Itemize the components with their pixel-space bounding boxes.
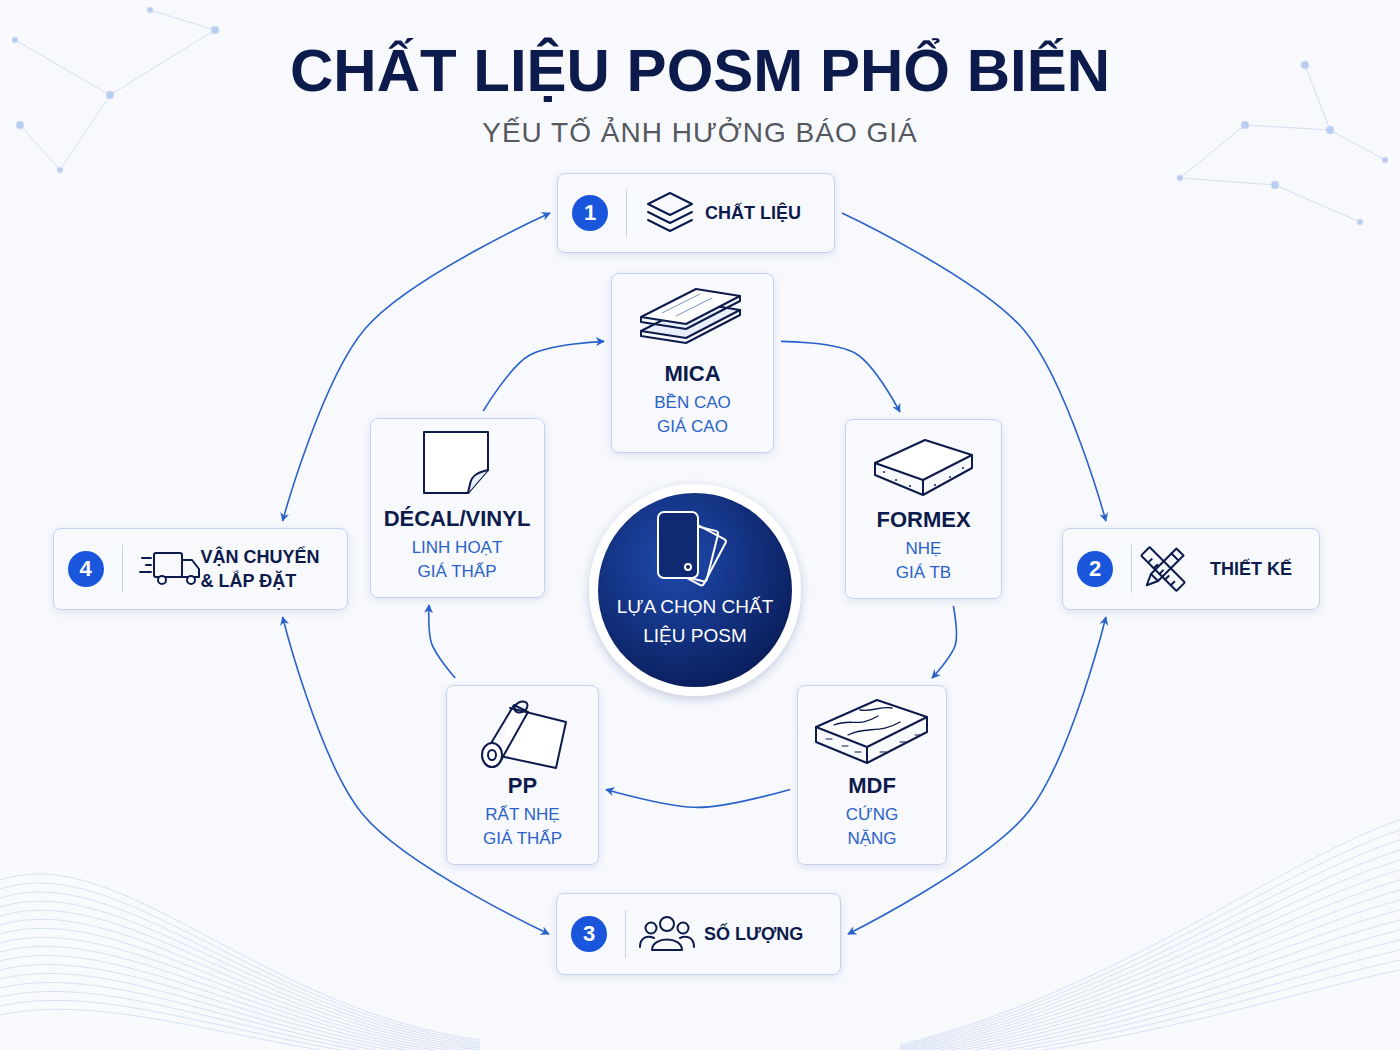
material-property: NẶNG (810, 827, 934, 852)
material-name: PP (459, 772, 586, 801)
subtitle: YẾU TỐ ẢNH HƯỞNG BÁO GIÁ (0, 116, 1400, 150)
material-card: DÉCAL/VINYLLINH HOẠTGIÁ THẤP (370, 418, 545, 598)
callout-number: 4 (68, 551, 104, 587)
material-name: DÉCAL/VINYL (383, 505, 532, 534)
people-icon (640, 917, 694, 950)
connector-arrow (483, 341, 604, 411)
wave-line (0, 973, 480, 1050)
wave-line (0, 1000, 480, 1050)
wave-line (0, 937, 480, 1050)
step-box: 1 CHẤT LIỆU (557, 173, 835, 253)
wave-line (900, 970, 1400, 1050)
material-card: FORMEXNHẸGIÁ TB (845, 419, 1002, 599)
divider (1131, 545, 1210, 593)
decal-sheet (424, 432, 488, 493)
step-label: THIẾT KẾ (1210, 557, 1292, 581)
material-property: CỨNG (810, 803, 934, 828)
wave-line (900, 910, 1400, 1050)
material-property: BỀN CAO (624, 391, 761, 416)
material-property: GIÁ THẤP (383, 560, 532, 585)
hub-disc (589, 484, 801, 696)
material-card: MDFCỨNGNẶNG (797, 685, 947, 865)
wave-line (900, 850, 1400, 1050)
wave-line (0, 991, 480, 1050)
layers-icon (648, 193, 692, 231)
divider (122, 545, 201, 593)
step-box: 3 SỐ LƯỢNG (556, 893, 841, 975)
wave-line (900, 960, 1400, 1050)
divider (626, 189, 705, 237)
wave-line (900, 940, 1400, 1050)
step-box: 2 THIẾT KẾ (1062, 528, 1320, 610)
callout-number: 1 (572, 195, 608, 231)
hub-label: LỰA CHỌN CHẤT LIỆU POSM (615, 593, 775, 650)
material-property: GIÁ TB (858, 561, 989, 586)
wave-line (0, 928, 480, 1050)
material-name: MICA (624, 360, 761, 389)
wave-line (0, 1009, 480, 1050)
wave-line (900, 950, 1400, 1050)
material-name: MDF (810, 772, 934, 801)
wave-line (900, 860, 1400, 1050)
title: CHẤT LIỆU POSM PHỔ BIẾN (0, 38, 1400, 104)
wave-line (900, 840, 1400, 1048)
connector-arrow (842, 213, 1106, 521)
wave-line (900, 820, 1400, 1045)
hub-circle: LỰA CHỌN CHẤT LIỆU POSM (598, 493, 792, 687)
step-box: 4 VẬN CHUYỂN & LẮP ĐẶT (53, 528, 348, 610)
connector-arrow (283, 213, 550, 521)
wave-line (900, 930, 1400, 1050)
background-decoration (0, 820, 1400, 1050)
pp-roll (482, 699, 566, 768)
material-property: LINH HOẠT (383, 536, 532, 561)
wave-line (900, 920, 1400, 1050)
material-property: RẤT NHẸ (459, 803, 586, 828)
connector-arrow (429, 605, 455, 678)
mdf-board (816, 700, 927, 763)
design-icon (1141, 547, 1185, 591)
mica-sheets (641, 289, 740, 343)
callout-number: 2 (1077, 551, 1113, 587)
material-name: FORMEX (858, 506, 989, 535)
material-card: MICABỀN CAOGIÁ CAO (611, 273, 774, 453)
step-label: CHẤT LIỆU (705, 201, 801, 225)
material-property: GIÁ THẤP (459, 827, 586, 852)
wave-line (900, 900, 1400, 1050)
step-label: SỐ LƯỢNG (704, 922, 803, 946)
connector-arrow (932, 606, 956, 678)
material-property: GIÁ CAO (624, 415, 761, 440)
truck-icon (140, 553, 199, 584)
wave-line (0, 955, 480, 1050)
wave-line (0, 892, 480, 1044)
step-label: VẬN CHUYỂN & LẮP ĐẶT (201, 545, 329, 594)
formex-slab (875, 440, 972, 495)
wave-line (0, 982, 480, 1050)
material-card: PPRẤT NHẸGIÁ THẤP (446, 685, 599, 865)
wave-line (0, 964, 480, 1050)
connector-arrow (606, 789, 790, 807)
material-property: NHẸ (858, 537, 989, 562)
wave-line (900, 830, 1400, 1047)
divider (625, 910, 704, 958)
connector-arrow (781, 341, 900, 412)
wave-line (900, 870, 1400, 1050)
callout-number: 3 (571, 916, 607, 952)
